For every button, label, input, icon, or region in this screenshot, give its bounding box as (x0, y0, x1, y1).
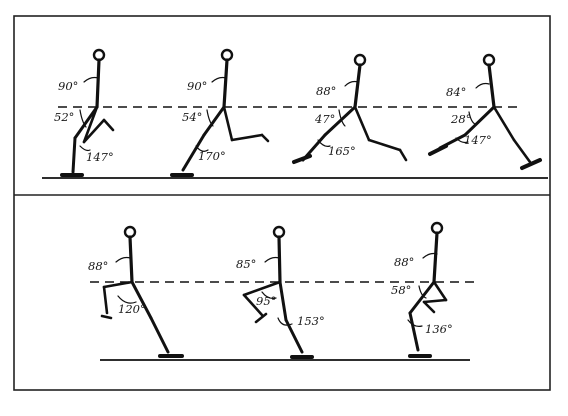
stick-figure-top-3 (292, 53, 408, 164)
swing-foot (102, 118, 115, 132)
stance-shank (181, 133, 206, 172)
stick-figure-top-1 (60, 48, 115, 177)
swing-shank (422, 298, 448, 304)
stance-shank (149, 316, 170, 354)
knee-angle-label-top-3: 165° (328, 144, 356, 158)
stick-figure-bottom-1 (100, 225, 184, 358)
trunk-angle-arc (115, 256, 131, 263)
stance-thigh (278, 280, 288, 322)
stick-figure-top-4 (428, 53, 542, 170)
hip-angle-label-top-1: 52° (54, 110, 74, 124)
hip-angle-arc (261, 291, 277, 299)
trunk-angle-arc (83, 76, 99, 83)
knee-angle-arc (195, 145, 209, 152)
swing-shank (367, 138, 402, 152)
knee-angle-label-bottom-3: 136° (425, 322, 453, 336)
hip-angle-arc (338, 109, 346, 127)
swing-thigh (222, 105, 234, 142)
trunk-segment (128, 235, 134, 284)
knee-angle-arc (317, 139, 331, 147)
trunk-segment (95, 58, 101, 109)
swing-foot (520, 158, 542, 170)
trunk-angle-label-bottom-3: 88° (394, 255, 414, 269)
knee-angle-label-top-4: 147° (464, 133, 492, 147)
swing-thigh (492, 105, 516, 142)
swing-thigh (82, 105, 99, 144)
knee-angle-label-bottom-2: 153° (297, 314, 325, 328)
hip-angle-label-top-2: 54° (182, 110, 202, 124)
swing-shank (82, 118, 106, 144)
stick-figure-bottom-2 (242, 225, 314, 359)
knee-angle-label-top-1: 147° (86, 150, 114, 164)
trunk-segment (277, 235, 282, 284)
stance-shank (71, 136, 77, 174)
hip-angle-label-bottom-3: 58° (391, 283, 411, 297)
stick-figure-top-2 (170, 48, 270, 177)
trunk-angle-arc (344, 80, 359, 87)
trunk-angle-arc (211, 76, 227, 83)
stance-thigh (202, 105, 226, 137)
swing-shank (242, 293, 264, 317)
stance-foot (292, 154, 312, 164)
swing-foot (254, 312, 268, 324)
knee-angle-label-top-2: 170° (198, 149, 226, 163)
stick-figure-bottom-3 (407, 221, 448, 358)
stance-foot (428, 144, 448, 156)
swing-thigh (242, 280, 282, 297)
trunk-angle-arc (422, 252, 438, 259)
trunk-segment (353, 63, 362, 109)
hip-angle-arc (206, 109, 214, 127)
swing-foot (100, 314, 113, 320)
knee-angle-arc (277, 317, 293, 326)
stance-thigh (463, 105, 496, 137)
swing-thigh (353, 105, 371, 142)
swing-foot (398, 148, 408, 162)
trunk-angle-label-bottom-2: 85° (236, 257, 256, 271)
trunk-angle-arc (475, 82, 490, 89)
stance-thigh (130, 280, 153, 320)
swing-foot (422, 300, 436, 314)
trunk-angle-label-top-3: 88° (316, 84, 336, 98)
swing-shank (512, 138, 532, 164)
outer-frame (13, 15, 551, 391)
hip-angle-label-bottom-2: 95° (256, 294, 276, 308)
knee-angle-label-bottom-1: 120° (118, 302, 146, 316)
knee-angle-arc (455, 137, 469, 144)
trunk-angle-label-top-4: 84° (446, 85, 466, 99)
trunk-angle-arc (264, 256, 280, 263)
stance-thigh (408, 280, 436, 315)
trunk-angle-label-top-2: 90° (187, 79, 207, 93)
trunk-angle-label-top-1: 90° (58, 79, 78, 93)
hip-angle-arc (79, 109, 87, 128)
trunk-angle-label-bottom-1: 88° (88, 259, 108, 273)
stance-thigh (323, 105, 357, 137)
swing-foot (260, 133, 270, 143)
hip-angle-arc (468, 111, 476, 125)
hip-angle-label-top-4: 28° (450, 112, 471, 126)
trunk-segment (487, 63, 496, 109)
stance-shank (408, 311, 420, 352)
swing-shank (230, 133, 264, 142)
knee-angle-arc (79, 145, 91, 152)
knee-angle-arc (117, 295, 137, 304)
hip-angle-label-top-3: 47° (314, 112, 335, 126)
swing-thigh (102, 280, 134, 289)
swing-thigh (432, 280, 448, 302)
trunk-segment (222, 58, 229, 109)
hip-angle-arc (418, 285, 427, 299)
knee-angle-arc (407, 319, 423, 327)
swing-shank (102, 285, 109, 315)
stance-thigh (73, 105, 99, 140)
trunk-segment (432, 231, 439, 284)
